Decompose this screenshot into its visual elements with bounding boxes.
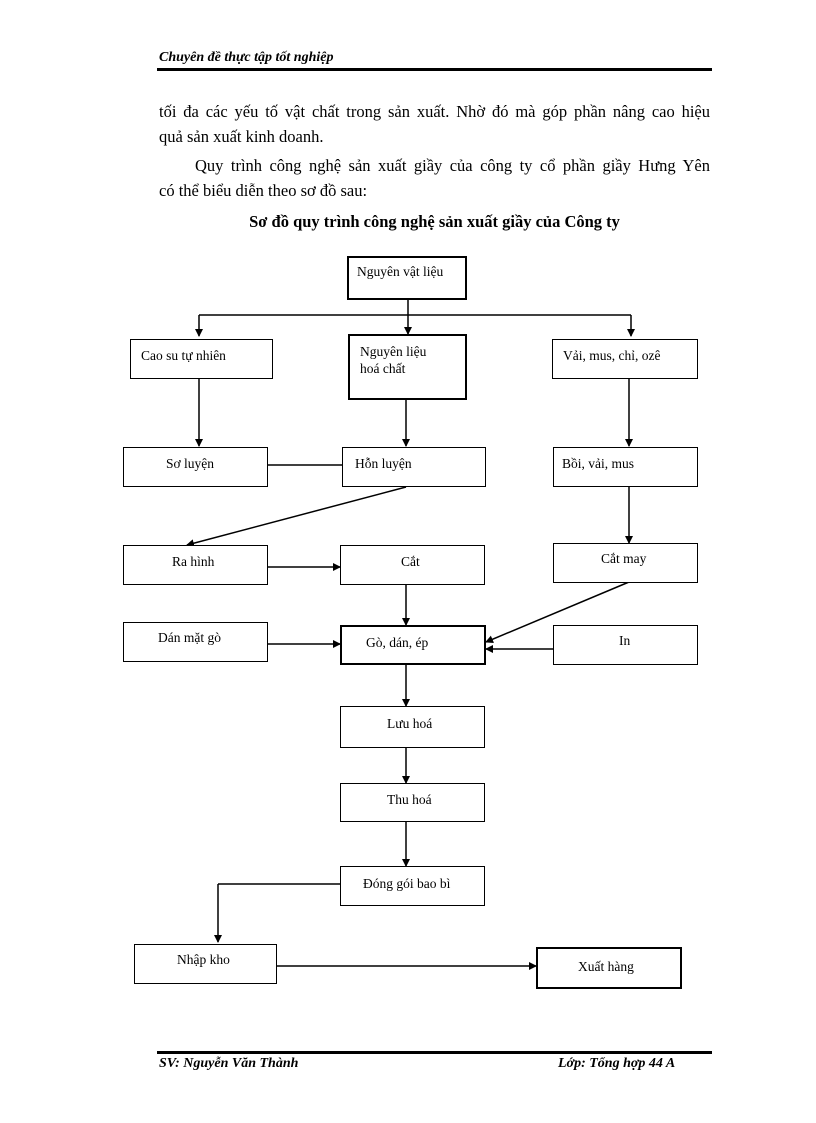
node-label: Thu hoá bbox=[387, 792, 432, 807]
node-label: Cắt may bbox=[601, 551, 647, 566]
header-rule bbox=[157, 68, 712, 71]
node-chemicals: Nguyên liệu hoá chất bbox=[348, 334, 467, 400]
node-label: Cao su tự nhiên bbox=[141, 348, 226, 363]
node-label: Hỗn luyện bbox=[355, 456, 412, 471]
node-label: Lưu hoá bbox=[387, 716, 433, 731]
node-printing: In bbox=[553, 625, 698, 665]
node-vulcanizing: Lưu hoá bbox=[340, 706, 485, 748]
footer-student: SV: Nguyễn Văn Thành bbox=[159, 1056, 299, 1071]
paragraph-2-line-2: có thể biểu diễn theo sơ đồ sau: bbox=[159, 181, 368, 200]
node-cutting: Cắt bbox=[340, 545, 485, 585]
node-label: Sơ luyện bbox=[166, 456, 215, 471]
node-label: Đóng gói bao bì bbox=[363, 876, 451, 891]
node-label: Dán mặt gò bbox=[158, 630, 221, 645]
node-pre-mixing: Sơ luyện bbox=[123, 447, 268, 487]
node-label: Bồi, vải, mus bbox=[562, 456, 635, 471]
node-sole-gluing: Dán mặt gò bbox=[123, 622, 268, 662]
paragraph-1-line-2: quả sản xuất kinh doanh. bbox=[159, 127, 324, 146]
diagram-title: Sơ đồ quy trình công nghệ sản xuất giầy … bbox=[249, 212, 620, 231]
node-label: In bbox=[619, 633, 631, 648]
header-title: Chuyên đề thực tập tốt nghiệp bbox=[159, 50, 334, 65]
node-label: Nhập kho bbox=[177, 952, 230, 967]
node-shipping: Xuất hàng bbox=[536, 947, 682, 989]
node-label: Xuất hàng bbox=[578, 959, 634, 974]
footer-rule bbox=[157, 1051, 712, 1054]
node-natural-rubber: Cao su tự nhiên bbox=[130, 339, 273, 379]
paragraph-1-line-1: tối đa các yếu tố vật chất trong sản xuấ… bbox=[159, 102, 710, 121]
node-label: Vải, mus, chỉ, ozê bbox=[563, 348, 661, 363]
node-label: Gò, dán, ép bbox=[366, 635, 429, 650]
node-label: Nguyên vật liệu bbox=[357, 264, 444, 279]
node-warehouse: Nhập kho bbox=[134, 944, 277, 984]
node-coating: Bồi, vải, mus bbox=[553, 447, 698, 487]
node-label-line-1: Nguyên liệu bbox=[360, 344, 427, 359]
node-collecting: Thu hoá bbox=[340, 783, 485, 822]
node-lasting: Gò, dán, ép bbox=[340, 625, 486, 665]
paragraph-2-line-1: Quy trình công nghệ sản xuất giầy của cô… bbox=[195, 156, 710, 175]
footer-class: Lớp: Tổng hợp 44 A bbox=[558, 1056, 676, 1071]
node-sewing: Cắt may bbox=[553, 543, 698, 583]
node-label-line-2: hoá chất bbox=[360, 361, 406, 376]
node-label: Cắt bbox=[401, 554, 420, 569]
node-mixing: Hỗn luyện bbox=[342, 447, 486, 487]
node-raw-materials: Nguyên vật liệu bbox=[347, 256, 467, 300]
node-fabric: Vải, mus, chỉ, ozê bbox=[552, 339, 698, 379]
node-label: Ra hình bbox=[172, 554, 215, 569]
node-shaping: Ra hình bbox=[123, 545, 268, 585]
node-packaging: Đóng gói bao bì bbox=[340, 866, 485, 906]
